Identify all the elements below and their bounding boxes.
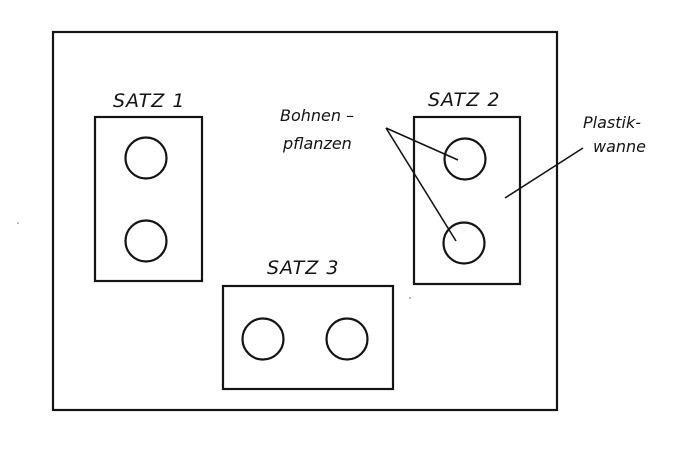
set-2-label: SATZ 2	[428, 89, 500, 111]
set-1: SATZ 1	[93, 90, 204, 283]
set-1-label: SATZ 1	[113, 90, 185, 112]
plastic-tub-annotation: Plastik- wanne	[504, 113, 646, 199]
set-1-tray	[93, 115, 204, 283]
set-1-bean-plant-2	[124, 219, 168, 263]
set-2: SATZ 2	[412, 89, 522, 286]
bean-plants-leader-upper	[385, 127, 459, 161]
set-2-bean-plant-2	[442, 221, 486, 265]
set-2-bean-plant-1	[443, 137, 487, 181]
set-3: SATZ 3	[221, 257, 395, 391]
set-3-tray	[221, 284, 395, 391]
plastic-tub-leader	[504, 147, 584, 199]
bean-plants-label-line1: Bohnen –	[280, 106, 354, 125]
plastic-tub-outline	[51, 30, 559, 412]
scan-speck	[409, 297, 411, 299]
scan-speck	[17, 222, 19, 224]
plastic-tub-label-line1: Plastik-	[583, 113, 641, 132]
set-1-bean-plant-1	[124, 136, 168, 180]
bean-plants-leader-lower	[385, 127, 457, 242]
set-3-bean-plant-1	[241, 317, 285, 361]
set-3-bean-plant-2	[325, 317, 369, 361]
set-3-label: SATZ 3	[267, 257, 339, 279]
bean-plants-annotation: Bohnen – pflanzen	[280, 106, 459, 242]
bean-plants-label-line2: pflanzen	[282, 134, 352, 153]
set-2-tray	[412, 115, 522, 286]
plastic-tub-label-line2: wanne	[593, 137, 646, 156]
